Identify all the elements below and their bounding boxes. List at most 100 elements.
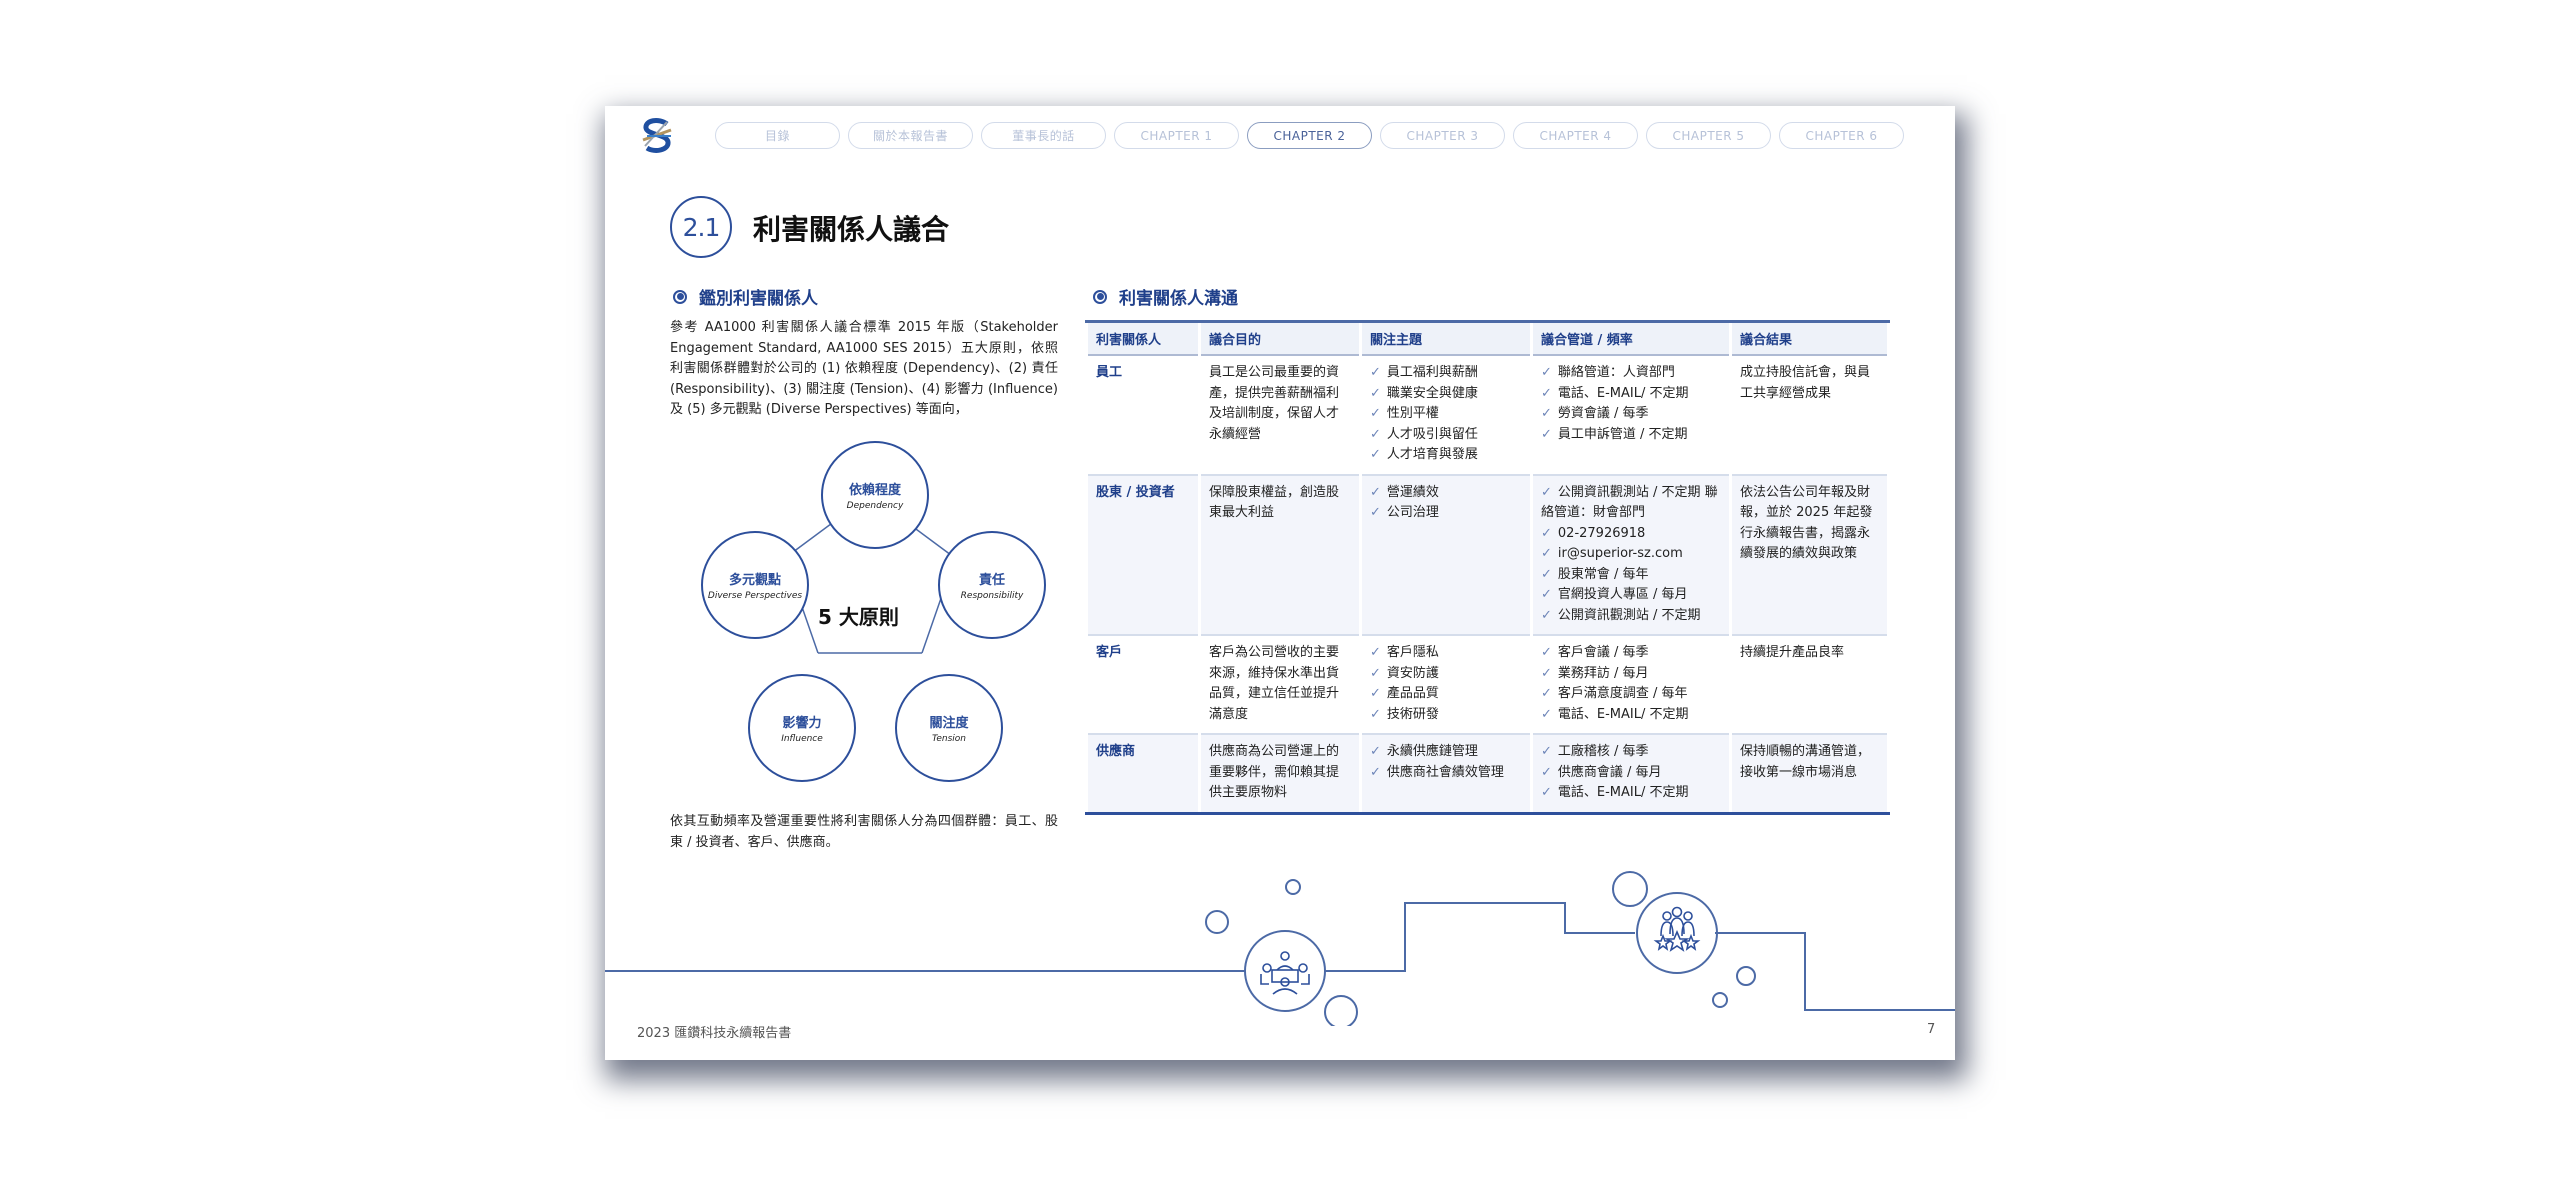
checklist-text: 公開資訊觀測站 / 不定期 聯絡管道：財會部門 [1541, 484, 1718, 521]
checklist-text: 聯絡管道：人資部門 [1557, 365, 1675, 380]
nav-chapter-3[interactable]: CHAPTER 3 [1380, 122, 1505, 149]
nav-about-report[interactable]: 關於本報告書 [848, 122, 973, 149]
team-stars-icon [1653, 906, 1701, 952]
checklist-item: ✓技術研發 [1370, 705, 1522, 726]
checklist-item: ✓股東常會 / 每年 [1541, 565, 1721, 586]
company-logo-icon[interactable] [637, 116, 677, 156]
check-icon: ✓ [1370, 764, 1381, 780]
report-page: 目錄 關於本報告書 董事長的話 CHAPTER 1 CHAPTER 2 CHAP… [605, 106, 1955, 1060]
check-icon: ✓ [1541, 406, 1552, 421]
checklist-text: 電話、E-MAIL/ 不定期 [1557, 785, 1689, 800]
result-cell: 依法公告公司年報及財報，並於 2025 年起發行永續報告書，揭露永續發展的績效與… [1732, 475, 1887, 636]
checklist-item: ✓ 供應商會議 / 每月 [1541, 763, 1721, 784]
chapter-nav: 目錄 關於本報告書 董事長的話 CHAPTER 1 CHAPTER 2 CHAP… [715, 122, 1904, 149]
check-icon: ✓ [1541, 706, 1552, 722]
checklist-text: 人才吸引與留任 [1386, 426, 1478, 442]
page-number: 7 [1927, 1022, 1936, 1037]
nav-chapter-4[interactable]: CHAPTER 4 [1513, 122, 1638, 149]
checklist-text: 客戶滿意度調查 / 每年 [1557, 686, 1688, 701]
check-icon: ✓ [1541, 764, 1552, 780]
principle-zh: 多元觀點 [728, 573, 781, 588]
nav-chapter-2[interactable]: CHAPTER 2 [1247, 122, 1372, 149]
checklist-text: 永續供應鏈管理 [1386, 744, 1478, 759]
checklist-item: ✓ 聯絡管道：人資部門 [1541, 363, 1721, 384]
checklist-text: 性別平權 [1386, 406, 1439, 421]
result-cell: 持續提升產品良率 [1732, 636, 1887, 735]
check-icon: ✓ [1370, 385, 1381, 401]
checklist-text: 業務拜訪 / 每月 [1557, 665, 1649, 681]
principle-diverse-perspectives: 多元觀點 Diverse Perspectives [701, 531, 809, 639]
check-icon: ✓ [1541, 587, 1552, 602]
col-result: 議合結果 [1732, 323, 1887, 356]
checklist-item: ✓電話、E-MAIL/ 不定期 [1541, 705, 1721, 726]
principle-en: Tension [931, 734, 967, 744]
identify-heading: 鑑別利害關係人 [673, 284, 818, 309]
checklist-text: 員工福利與薪酬 [1386, 365, 1478, 380]
channels-cell: ✓公開資訊觀測站 / 不定期 聯絡管道：財會部門✓02-27926918✓ir@… [1533, 475, 1729, 636]
checklist-item: ✓電話、E-MAIL/ 不定期 [1541, 384, 1721, 405]
checklist-item: ✓ 永續供應鏈管理 [1370, 742, 1522, 763]
checklist-item: ✓客戶滿意度調查 / 每年 [1541, 684, 1721, 705]
principle-tension: 關注度 Tension [895, 674, 1003, 782]
checklist-item: ✓勞資會議 / 每季 [1541, 404, 1721, 425]
checklist-text: 人才培育與發展 [1386, 447, 1478, 462]
footer-report-title: 2023 匯鑽科技永續報告書 [637, 1026, 792, 1041]
table-header-row: 利害關係人 議合目的 關注主題 議合管道 / 頻率 議合結果 [1088, 323, 1887, 356]
section-title: 利害關係人議合 [753, 213, 950, 246]
principle-zh: 影響力 [782, 716, 822, 731]
stakeholder-cell: 員工 [1088, 356, 1198, 476]
nav-chairman-message[interactable]: 董事長的話 [981, 122, 1106, 149]
identify-heading-text: 鑑別利害關係人 [699, 289, 818, 309]
checklist-item: ✓資安防護 [1370, 664, 1522, 685]
checklist-item: ✓02-27926918 [1541, 524, 1721, 545]
check-icon: ✓ [1541, 665, 1552, 681]
check-icon: ✓ [1541, 525, 1552, 541]
nav-chapter-1[interactable]: CHAPTER 1 [1114, 122, 1239, 149]
principle-zh: 關注度 [929, 716, 969, 731]
check-icon: ✓ [1370, 744, 1381, 759]
checklist-text: ir@superior-sz.com [1557, 546, 1683, 561]
checklist-item: ✓ 員工申訴管道 / 不定期 [1541, 425, 1721, 446]
check-icon: ✓ [1541, 426, 1552, 442]
stakeholder-cell: 供應商 [1088, 735, 1198, 812]
nav-chapter-5[interactable]: CHAPTER 5 [1646, 122, 1771, 149]
decorative-line-art [605, 871, 1955, 1026]
diagram-center-label: 5 大原則 [818, 605, 899, 629]
checklist-item: ✓電話、E-MAIL/ 不定期 [1541, 783, 1721, 804]
checklist-item: ✓公司治理 [1370, 503, 1522, 524]
check-icon: ✓ [1541, 385, 1552, 401]
principle-zh: 責任 [978, 573, 1005, 588]
check-icon: ✓ [1541, 744, 1552, 759]
stakeholder-cell: 客戶 [1088, 636, 1198, 735]
topics-cell: ✓員工福利與薪酬✓職業安全與健康✓性別平權✓人才吸引與留任✓人才培育與發展 [1362, 356, 1530, 476]
nav-chapter-6[interactable]: CHAPTER 6 [1779, 122, 1904, 149]
check-icon: ✓ [1541, 365, 1552, 380]
col-stakeholder: 利害關係人 [1088, 323, 1198, 356]
checklist-item: ✓ir@superior-sz.com [1541, 544, 1721, 565]
purpose-cell: 客戶為公司營收的主要來源，維持保水準出貨品質，建立信任並提升滿意度 [1201, 636, 1359, 735]
checklist-text: 客戶會議 / 每季 [1557, 645, 1649, 660]
table-row: 供應商供應商為公司營運上的重要夥伴，需仰賴其提供主要原物料✓永續供應鏈管理✓供應… [1088, 735, 1887, 812]
checklist-text: 公開資訊觀測站 / 不定期 [1557, 607, 1701, 623]
principle-en: Influence [781, 734, 823, 744]
principle-en: Dependency [846, 501, 904, 511]
checklist-text: 營運績效 [1386, 484, 1439, 500]
check-icon: ✓ [1370, 665, 1381, 681]
radio-bullet-icon [673, 289, 687, 304]
identify-intro: 參考 AA1000 利害關係人議合標準 2015 年版（Stakeholder … [670, 320, 1058, 417]
checklist-item: ✓員工福利與薪酬 [1370, 363, 1522, 384]
checklist-text: 股東常會 / 每年 [1557, 566, 1649, 582]
section-number-badge: 2.1 [670, 196, 732, 258]
checklist-item: ✓人才培育與發展 [1370, 445, 1522, 466]
principle-influence: 影響力 Influence [748, 674, 856, 782]
checklist-item: ✓職業安全與健康 [1370, 384, 1522, 405]
check-icon: ✓ [1370, 426, 1381, 442]
checklist-text: 官網投資人專區 / 每月 [1557, 587, 1688, 602]
checklist-text: 員工申訴管道 / 不定期 [1557, 426, 1688, 442]
checklist-item: ✓ 業務拜訪 / 每月 [1541, 664, 1721, 685]
checklist-text: 供應商會議 / 每月 [1557, 764, 1662, 780]
col-topics: 關注主題 [1362, 323, 1530, 356]
nav-toc[interactable]: 目錄 [715, 122, 840, 149]
principle-dependency: 依賴程度 Dependency [821, 441, 929, 549]
five-principles-diagram: 依賴程度 Dependency 責任 Responsibility 關注度 Te… [690, 441, 1050, 791]
